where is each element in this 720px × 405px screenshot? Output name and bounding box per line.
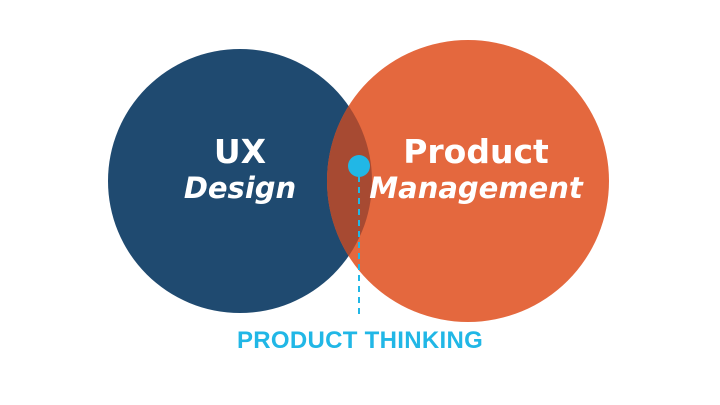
management-label: Management: [369, 171, 584, 205]
ux-design-circle: [108, 49, 372, 313]
design-label: Design: [184, 171, 296, 205]
product-label: Product: [403, 132, 549, 171]
intersection-dot: [348, 155, 370, 177]
ux-label: UX: [214, 132, 266, 171]
intersection-label: PRODUCT THINKING: [236, 327, 484, 354]
product-management-circle: [327, 40, 609, 322]
